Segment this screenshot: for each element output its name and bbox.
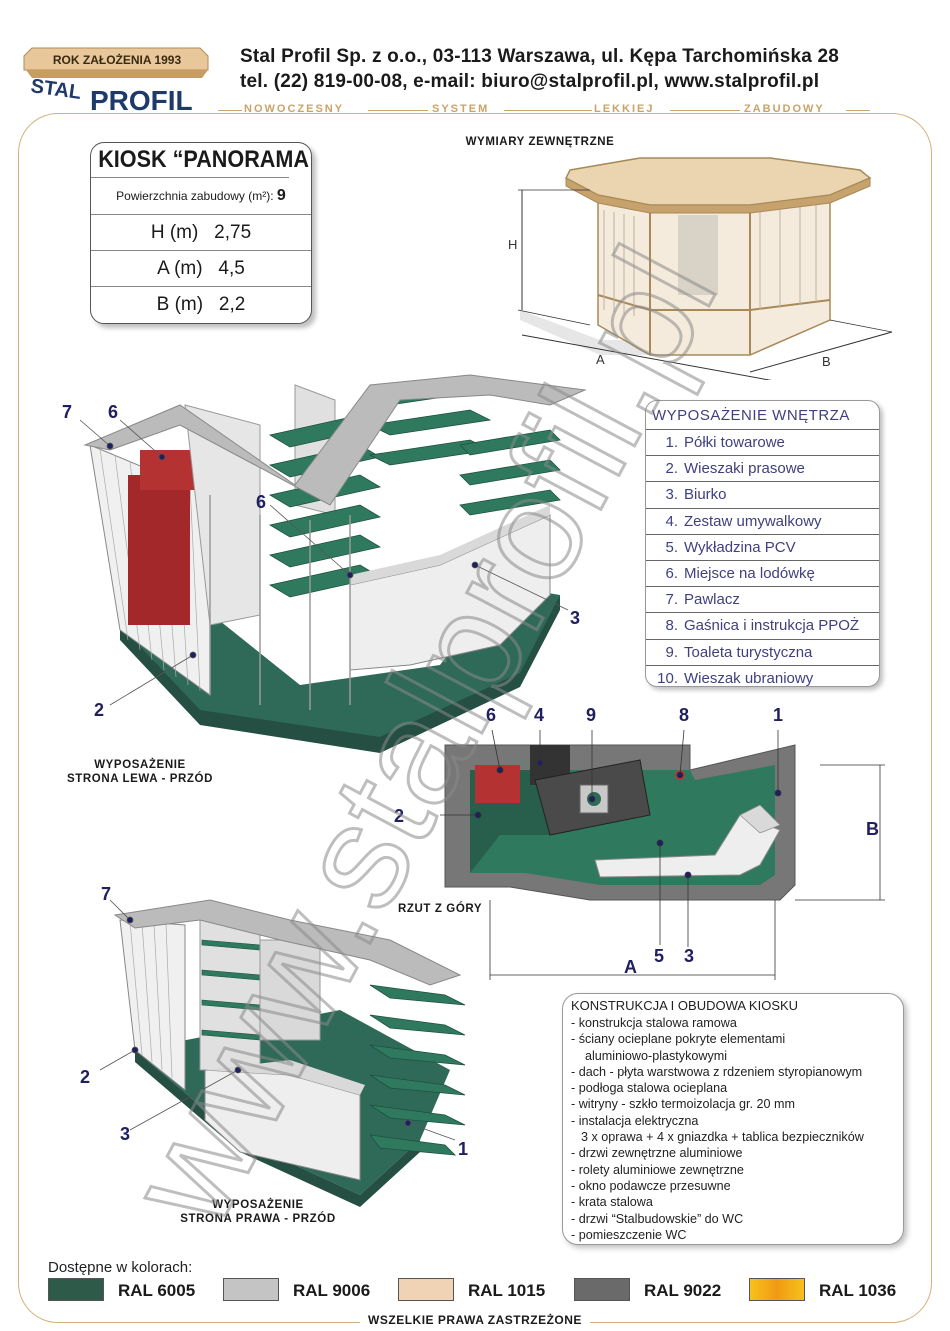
color-swatch-ral-6005 [48,1278,104,1301]
equipment-item: 8.Gaśnica i instrukcja PPOŻ [646,613,879,640]
top-view-dim-b: B [866,819,879,839]
tagline-word-3: LEKKIEJ [594,103,655,115]
tagline-word-2: SYSTEM [432,103,490,115]
construction-item: 3 x oprawa + 4 x gniazdka + tablica bezp… [581,1130,864,1145]
color-label: RAL 1015 [468,1281,546,1300]
external-dims-title: WYMIARY ZEWNĘTRZNE [465,136,615,148]
callout-top-2: 2 [394,806,405,826]
construction-item: - drzwi zewnętrzne aluminiowe [571,1146,743,1161]
equipment-item: 6.Miejsce na lodówkę [646,561,879,588]
equipment-item: 2.Wieszaki prasowe [646,456,879,483]
construction-item: - rolety aluminiowe zewnętrzne [571,1162,744,1177]
construction-item: - podłoga stalowa ocieplana [571,1081,728,1096]
equipment-item: 4.Zestaw umywalkowy [646,509,879,535]
equipment-item: 7.Pawlacz [646,587,879,614]
construction-item: - drzwi “Stalbudowskie” do WC [571,1211,744,1226]
tagline-word-4: ZABUDOWY [744,103,825,115]
external-dim-b: B [822,354,831,369]
external-view-illustration [517,157,893,380]
equipment-title: WYPOSAŻENIE WNĘTRZA [646,401,879,430]
color-label: RAL 1036 [819,1281,897,1300]
left-front-view-illustration [80,374,587,753]
left-view-caption: WYPOSAŻENIE STRONA LEWA - PRZÓD [67,759,213,785]
callout-top-9: 9 [586,705,597,725]
logo-year: ROK ZAŁOŻENIA 1993 [53,52,182,67]
callout-right-1: 1 [458,1139,469,1159]
right-front-view-illustration [99,899,466,1207]
external-dim-h: H [508,237,518,252]
color-label: RAL 9022 [644,1281,722,1300]
construction-item: - instalacja elektryczna [571,1113,699,1128]
tagline-rule [368,110,428,111]
callout-left-6a: 6 [108,402,119,422]
construction-item: - ściany ocieplane pokryte elementami [571,1032,786,1047]
callout-left-7: 7 [62,402,73,422]
spec-card: KIOSK “PANORAMA” Powierzchnia zabudowy (… [90,142,312,324]
top-view-caption: RZUT Z GÓRY [398,903,483,915]
callout-right-2: 2 [80,1067,91,1087]
callout-top-6: 6 [486,705,497,725]
equipment-item: 9.Toaleta turystyczna [646,640,879,666]
construction-item: - konstrukcja stalowa ramowa [571,1016,737,1030]
area-value: 9 [276,187,286,204]
callout-top-5: 5 [654,946,665,966]
logo-word-stal: STAL [29,75,82,104]
color-swatch-ral-1015 [398,1278,454,1301]
company-contact: tel. (22) 819-00-08, e-mail: biuro@stalp… [240,71,820,92]
equipment-item: 3.Biurko [646,482,879,509]
product-title: KIOSK “PANORAMA” [91,143,311,178]
tagline-rule [670,110,740,111]
construction-item: - krata stalowa [571,1195,653,1210]
tagline-rule [846,110,870,111]
color-swatch-ral-9022 [574,1278,630,1301]
top-view-illustration [440,729,885,980]
construction-title: KONSTRUKCJA I OBUDOWA KIOSKU [571,998,799,1013]
callout-left-3: 3 [570,608,581,628]
callout-right-3: 3 [120,1124,131,1144]
construction-item: aluminiowo-plastykowymi [585,1048,728,1063]
construction-item: - pomieszczenie WC [571,1227,687,1242]
tagline-rule [504,110,592,111]
callout-left-6b: 6 [256,492,267,512]
color-label: RAL 9006 [293,1281,371,1300]
color-label: RAL 6005 [118,1281,196,1300]
spec-row-h: H (m) 2,75 [91,215,311,251]
equipment-list: WYPOSAŻENIE WNĘTRZA 1.Półki towarowe 2.W… [645,400,880,687]
equipment-item: 5.Wykładzina PCV [646,535,879,561]
construction-box: KONSTRUKCJA I OBUDOWA KIOSKU - konstrukc… [562,993,904,1245]
color-swatch-ral-9006 [223,1278,279,1301]
copyright-note: WSZELKIE PRAWA ZASTRZEŻONE [0,1313,950,1327]
construction-item: - witryny - szkło termoizolacja gr. 20 m… [571,1097,795,1112]
equipment-item: 1.Półki towarowe [646,430,879,457]
company-logo: ROK ZAŁOŻENIA 1993 STAL PROFIL [22,40,212,116]
area-label: Powierzchnia zabudowy (m²): [116,189,274,203]
color-swatch-ral-1036 [749,1278,805,1301]
right-view-caption: WYPOSAŻENIE STRONA PRAWA - PRZÓD [180,1199,336,1225]
spec-row-a: A (m) 4,5 [91,251,311,287]
tagline-rule [218,110,242,111]
equipment-item: 10.Wieszak ubraniowy [657,669,814,687]
spec-row-b: B (m) 2,2 [156,294,246,315]
colors-title: Dostępne w kolorach: [48,1259,193,1276]
area-row: Powierzchnia zabudowy (m²): 9 [91,178,311,215]
company-address: Stal Profil Sp. z o.o., 03-113 Warszawa,… [240,46,840,67]
callout-right-7: 7 [101,884,112,904]
callout-top-8: 8 [679,705,690,725]
top-view-dim-a: A [624,957,637,977]
tagline-word-1: NOWOCZESNY [244,103,345,115]
callout-left-2: 2 [94,700,105,720]
callout-top-4: 4 [534,705,545,725]
callout-top-1: 1 [773,705,784,725]
construction-item: - dach - płyta warstwowa z rdzeniem styr… [571,1064,863,1079]
callout-top-3: 3 [684,946,695,966]
external-dim-a: A [596,352,605,367]
construction-item: - okno podawcze przesuwne [571,1178,731,1193]
logo-word-profil: PROFIL [90,85,193,115]
